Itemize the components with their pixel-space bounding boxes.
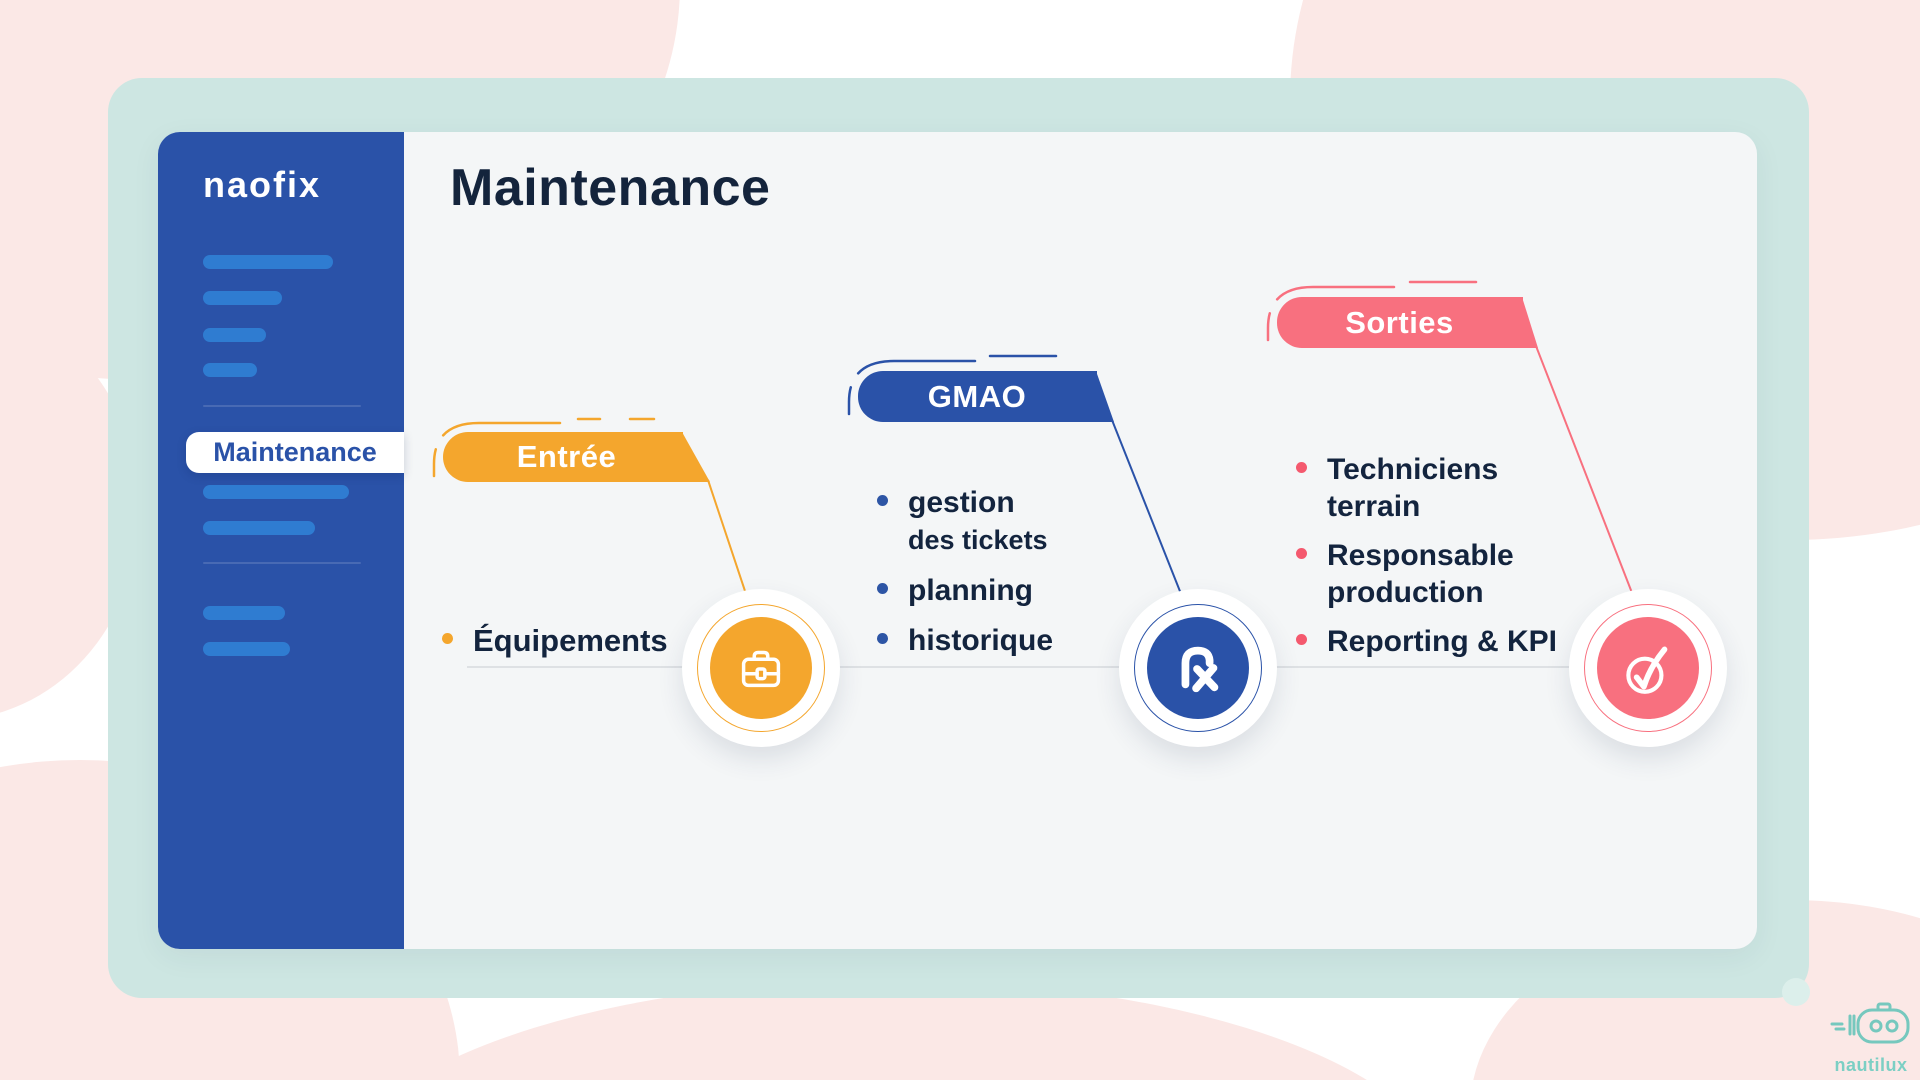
list-item: Reporting & KPI [1296, 623, 1557, 660]
stage-label: Entrée [516, 439, 617, 474]
bullet-dot [1296, 548, 1307, 559]
bullet-dot [442, 633, 453, 644]
stage-node-sorties [1569, 589, 1727, 747]
nav-placeholder-line [203, 291, 282, 305]
list-item: gestion des tickets [877, 484, 1048, 559]
nav-placeholder-line [203, 485, 349, 499]
tag-diagonal-edge [1522, 297, 1538, 348]
stage-label: GMAO [927, 378, 1027, 414]
bullet-line: Techniciens [1327, 453, 1499, 486]
sidebar-item-label: Maintenance [213, 437, 377, 467]
node-ring [1134, 604, 1262, 732]
node-disc [1597, 617, 1699, 719]
tag-shape [858, 371, 1097, 422]
bullet-dot [877, 583, 888, 594]
bullet-dot [1296, 634, 1307, 645]
tag-shape [1277, 297, 1523, 348]
app-card [158, 132, 1757, 949]
list-item: Responsable production [1296, 537, 1514, 611]
bullet-dot [877, 495, 888, 506]
nav-placeholder-line [203, 521, 315, 535]
stage-tag-entree: Entrée [443, 432, 710, 482]
bullet-line: historique [908, 624, 1054, 657]
check-circle-icon [1626, 646, 1668, 694]
list-item: planning [877, 572, 1033, 609]
stage-label: Sorties [1345, 304, 1454, 340]
nav-placeholder-line [203, 642, 290, 656]
list-item: historique [877, 622, 1053, 659]
bullet-line: terrain [1327, 490, 1421, 523]
node-ring [1584, 604, 1712, 732]
naofix-logo: naofix [203, 164, 322, 205]
brand-name: nautilux [1834, 1055, 1908, 1075]
sidebar-item-maintenance[interactable]: Maintenance [186, 432, 404, 473]
node-disc [1147, 617, 1249, 719]
tag-shape [443, 432, 683, 482]
stage-tag-sorties: Sorties [1277, 297, 1538, 348]
nav-placeholder-line [203, 328, 266, 342]
bullet-dot [1296, 462, 1307, 473]
bullet-line: gestion [908, 486, 1015, 519]
nav-placeholder-line [203, 606, 285, 620]
stage-node-gmao [1119, 589, 1277, 747]
tag-diagonal-edge [1096, 371, 1114, 422]
list-item: Équipements [442, 622, 668, 659]
briefcase-icon [741, 650, 781, 688]
brand-decor-circle [1782, 978, 1810, 1006]
bullet-line: planning [908, 574, 1033, 607]
node-disc [710, 617, 812, 719]
bullet-dot [877, 633, 888, 644]
page-title: Maintenance [450, 159, 771, 217]
nav-placeholder-line [203, 363, 257, 377]
naofix-fx-icon [1181, 646, 1219, 693]
nav-placeholder-line [203, 255, 333, 269]
list-item: Techniciens terrain [1296, 451, 1498, 525]
nav-divider [203, 405, 361, 407]
submarine-icon [1830, 1002, 1910, 1044]
tag-diagonal-edge [682, 432, 710, 482]
bullet-line: Responsable [1327, 539, 1514, 572]
bullet-line: production [1327, 576, 1484, 609]
stage-node-entree [682, 589, 840, 747]
nav-divider [203, 562, 361, 564]
bullet-line: Reporting & KPI [1327, 625, 1557, 658]
brand-footer: nautilux [1826, 1002, 1916, 1076]
stage-tag-gmao: GMAO [858, 371, 1114, 422]
bullet-line: des tickets [908, 525, 1048, 555]
bullet-line: Équipements [473, 623, 668, 658]
node-ring [697, 604, 825, 732]
